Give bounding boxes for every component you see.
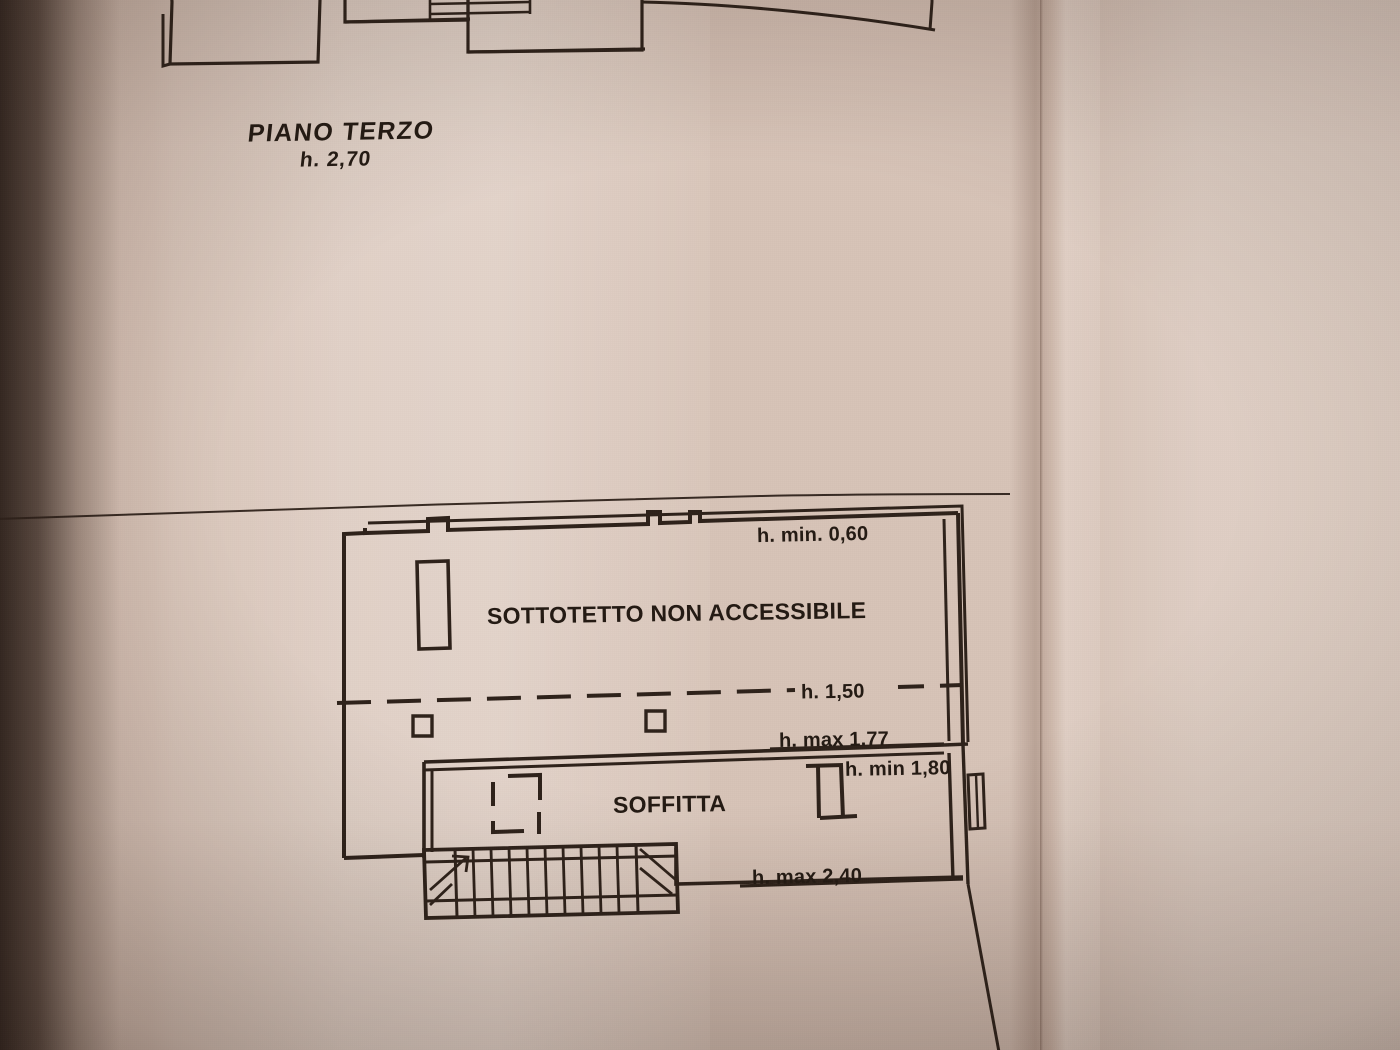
h-min-180-bracket <box>805 763 858 820</box>
window-opening-right-wall <box>966 772 987 831</box>
staircase <box>422 842 680 920</box>
annotation-h-max-240: h. max 2,40 <box>751 864 863 890</box>
annotation-h-min-180: h. min 1,80 <box>844 757 951 781</box>
dashed-ridge-line <box>336 683 964 705</box>
h-max-177-underline <box>769 742 945 751</box>
small-square-columns <box>411 709 667 738</box>
annotation-h-max-177: h. max 1.77 <box>778 728 890 752</box>
annotation-h-min-060: h. min. 0,60 <box>756 522 869 548</box>
chimney-shaft-rectangle <box>415 559 452 651</box>
piano-terzo-height-note: h. 2,70 <box>298 147 373 172</box>
upper-plan-outline <box>161 0 936 68</box>
lower-plan-outline <box>342 504 970 860</box>
annotation-h-150: h. 1,50 <box>800 680 865 704</box>
page-horizontal-rule <box>0 493 1011 520</box>
h-max-240-underline <box>739 877 964 888</box>
page-title-piano-terzo: PIANO TERZO <box>246 116 436 148</box>
lower-vertical-extension <box>966 883 1001 1050</box>
room-label-soffitta: SOFFITTA <box>612 790 727 818</box>
dashed-square-opening <box>491 772 542 835</box>
